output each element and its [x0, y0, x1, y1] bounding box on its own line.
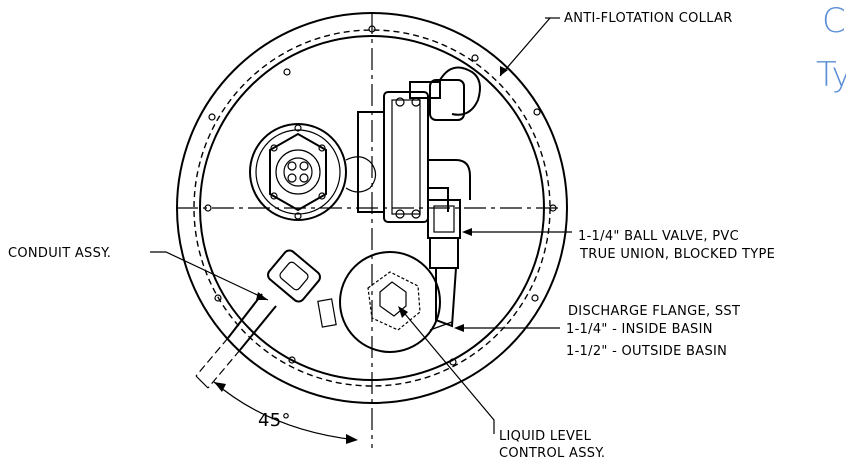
- discharge-piping: [357, 66, 481, 328]
- angle-arc: [213, 381, 357, 441]
- liquid-level-control: [339, 251, 453, 353]
- ball-valve-label-2: TRUE UNION, BLOCKED TYPE: [579, 247, 775, 262]
- leader-lines: [150, 17, 572, 434]
- liquid-level-label-2: CONTROL ASSY.: [499, 446, 605, 461]
- bolt-holes: [204, 25, 557, 366]
- conduit-assembly: [195, 249, 337, 389]
- angle-label: 45°: [258, 410, 291, 431]
- corner-text-1: C: [822, 1, 846, 41]
- angle-arrow-right: [346, 434, 358, 444]
- corner-text-2: Ty: [816, 55, 846, 95]
- ball-valve-label-1: 1-1/4" BALL VALVE, PVC: [578, 229, 739, 244]
- liquid-level-label-1: LIQUID LEVEL: [499, 429, 592, 444]
- anti-flotation-collar-label: ANTI-FLOTATION COLLAR: [564, 11, 733, 26]
- discharge-label-2: 1-1/4" - INSIDE BASIN: [566, 322, 713, 337]
- conduit-assy-label: CONDUIT ASSY.: [8, 246, 111, 261]
- pump-assembly: [249, 123, 377, 221]
- discharge-label-1: DISCHARGE FLANGE, SST: [568, 304, 740, 319]
- discharge-label-3: 1-1/2" - OUTSIDE BASIN: [566, 344, 727, 359]
- angle-arrow-left: [214, 382, 226, 392]
